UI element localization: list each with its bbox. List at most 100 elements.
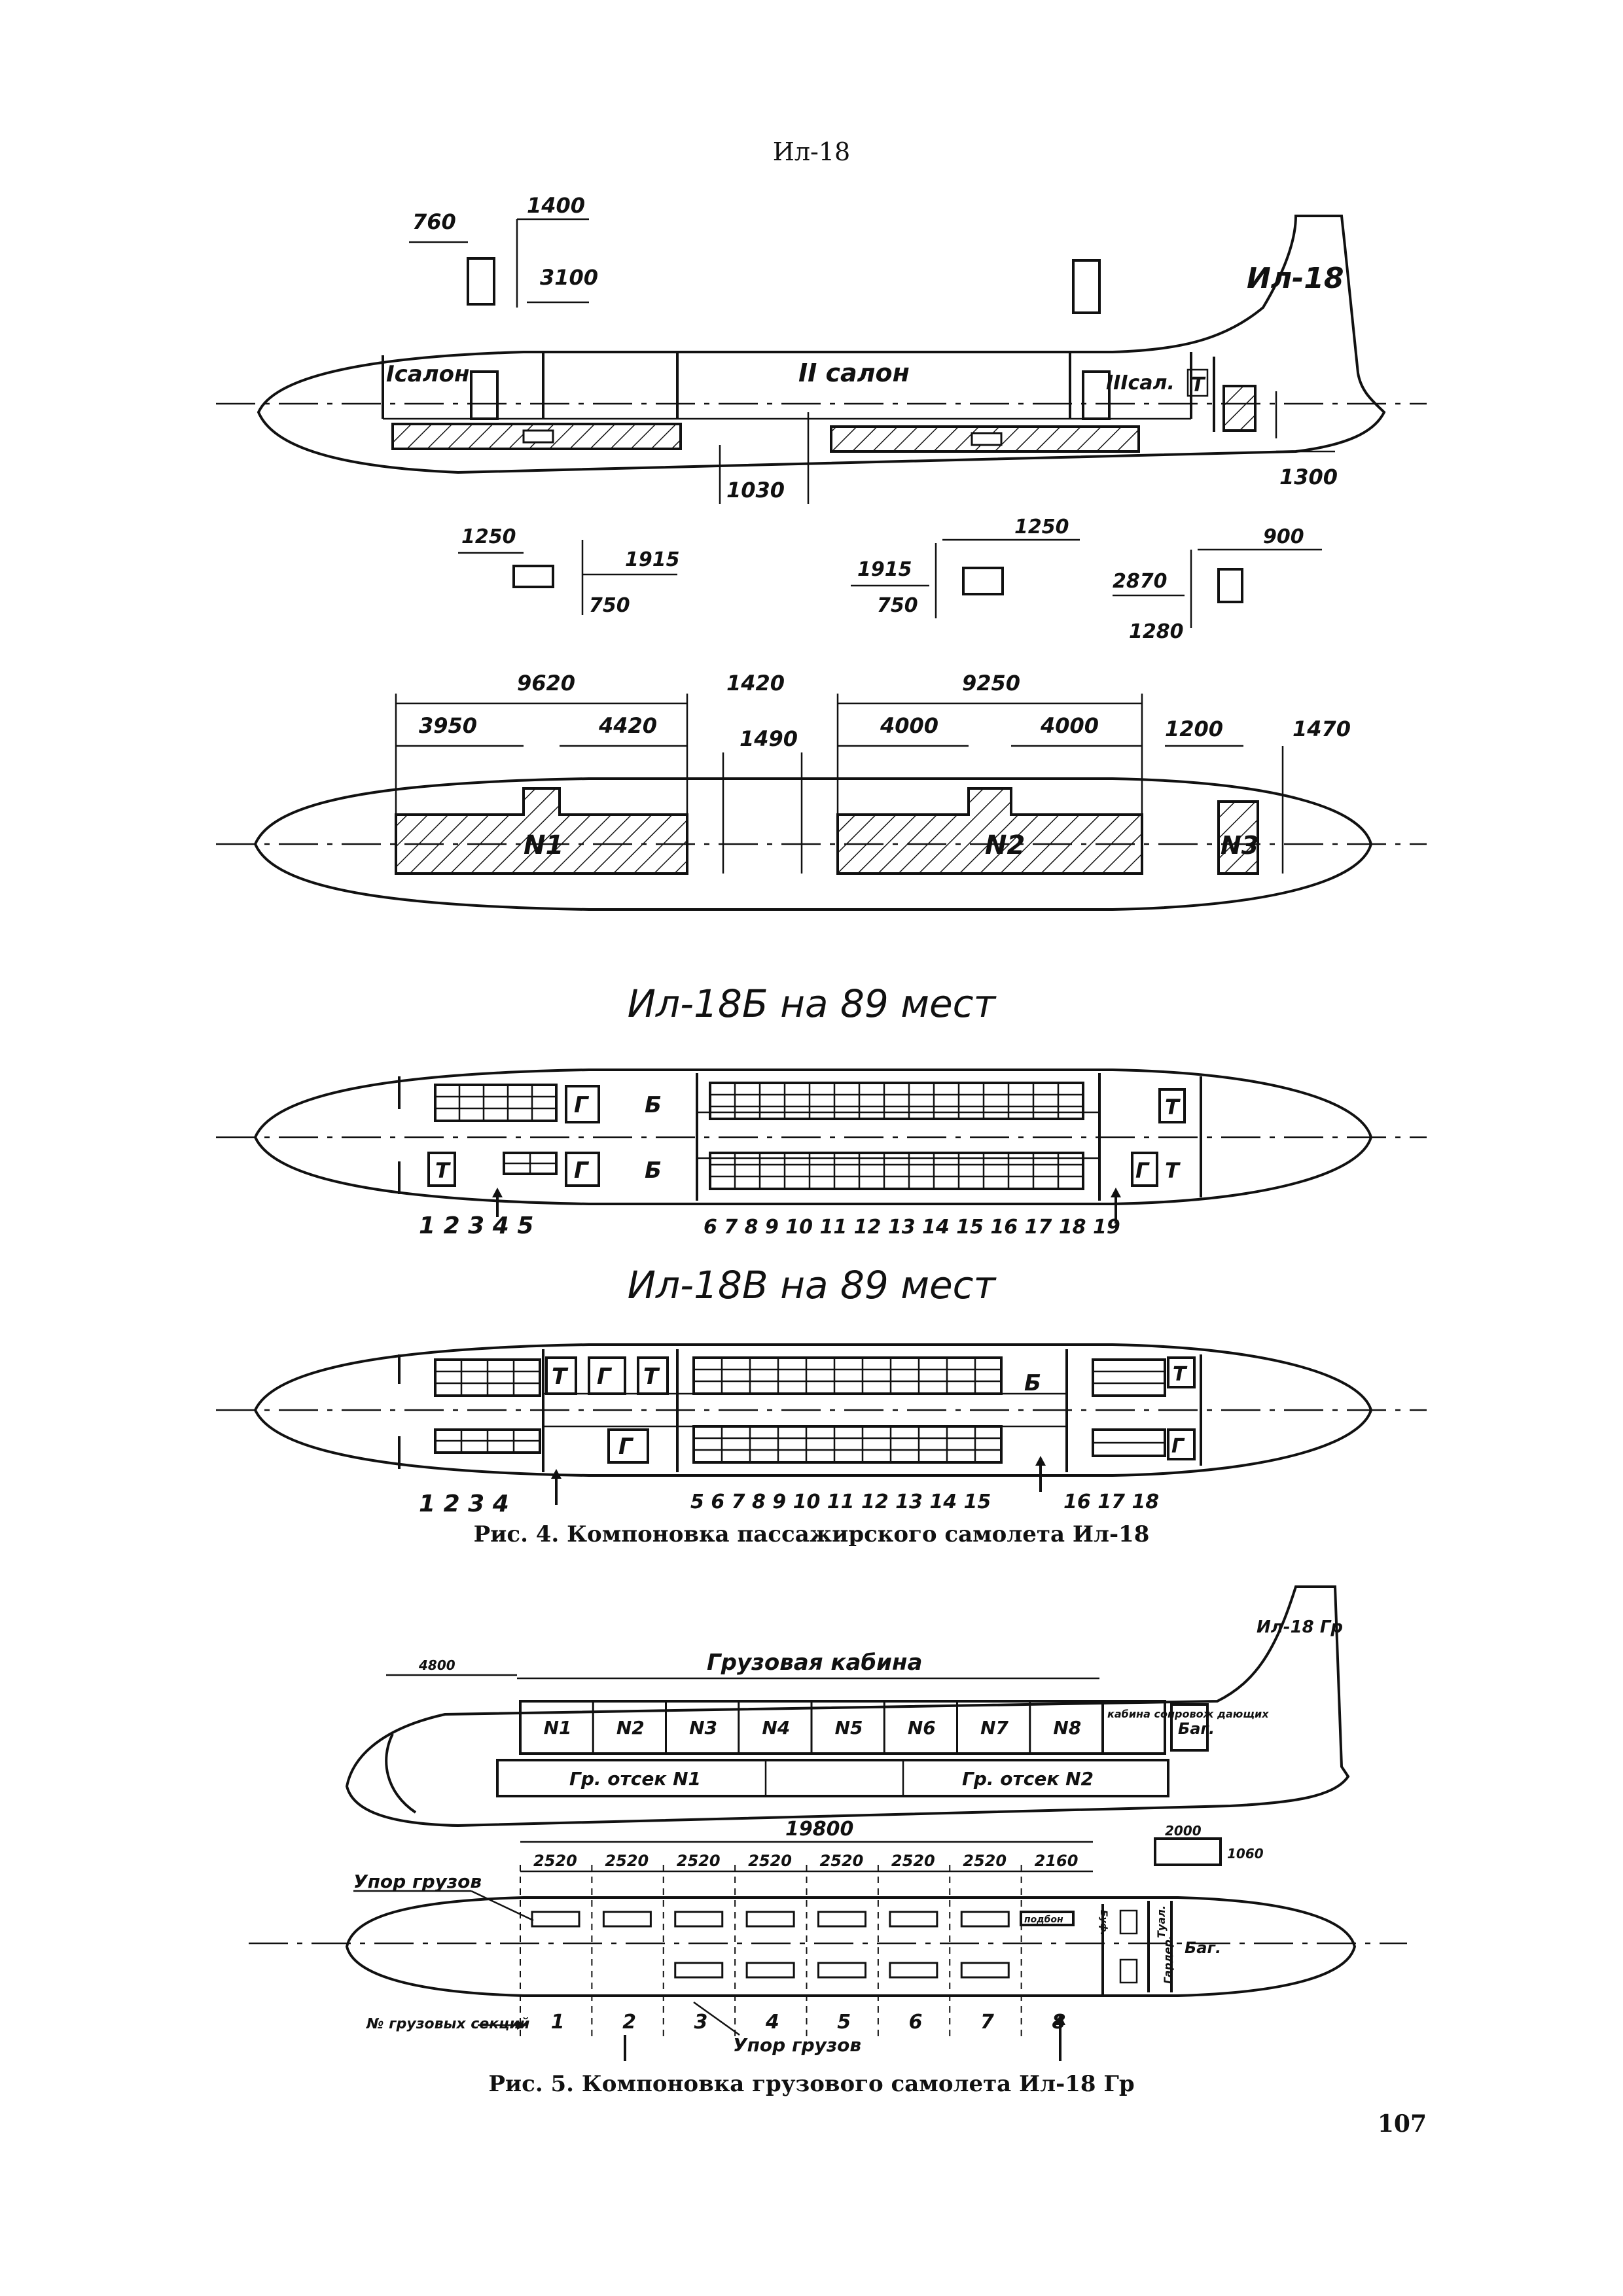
buffet-label: Б <box>645 1157 662 1184</box>
buffet-label: Буф. <box>1098 1910 1109 1935</box>
galley-box <box>607 1428 649 1464</box>
leader-line <box>471 1890 534 1922</box>
section-number: 3 <box>694 2011 707 2034</box>
cargo-slot <box>531 1911 580 1928</box>
toilet-box <box>427 1152 456 1187</box>
section-dim: 2520 <box>605 1852 649 1870</box>
dim-1030: 1030 <box>726 478 785 503</box>
compartment-label: N1 <box>544 1717 572 1739</box>
layout-v: Т Г Т Г Б Т Г 1 2 3 4 5 6 7 8 9 10 11 12… <box>216 1343 1427 1517</box>
baggage-box <box>1170 1703 1209 1752</box>
toilet-label: Т <box>1165 1158 1181 1183</box>
door-detail-a <box>467 257 495 306</box>
galley-box <box>565 1152 600 1187</box>
toilet-box <box>1167 1356 1196 1388</box>
fuselage-plan-gr <box>345 1896 1357 1997</box>
toilet-box <box>545 1356 577 1395</box>
fuselage-freighter <box>345 1585 1350 1828</box>
row-numbers-left: 1 2 3 4 <box>419 1491 509 1517</box>
row-numbers-left: 1 2 3 4 5 <box>419 1212 533 1239</box>
dim-4800: 4800 <box>418 1657 455 1673</box>
toilet-label: Т <box>1173 1363 1188 1386</box>
cargo-slot <box>960 1911 1010 1928</box>
dim-4000a: 4000 <box>880 713 938 738</box>
page-number: 107 <box>1377 2110 1427 2138</box>
section-number: 2 <box>622 2011 636 2034</box>
seat-box <box>1119 1958 1138 1984</box>
dim-3950: 3950 <box>419 713 477 738</box>
hold-door <box>522 429 554 444</box>
layout-v-title: Ил-18В на 89 мест <box>627 1263 996 1307</box>
door <box>470 370 499 420</box>
stop-label-bottom: Упор грузов <box>733 2034 861 2056</box>
fuselage-side <box>257 215 1386 474</box>
toilet-label: Т <box>643 1364 660 1390</box>
dim-1470: 1470 <box>1293 716 1351 741</box>
dim-9250: 9250 <box>962 671 1020 696</box>
tail-label: Ил-18 <box>1247 262 1344 295</box>
galley-box <box>588 1356 626 1395</box>
section-number: 7 <box>980 2011 994 2034</box>
cargo-slot <box>745 1962 795 1979</box>
side-view: Iсалон II салон IIIсал. Т Ил-18 760 1400… <box>216 193 1427 643</box>
leader-line <box>693 2001 740 2036</box>
cargo-slot <box>602 1911 652 1928</box>
toilet-label: Т <box>1165 1095 1181 1120</box>
galley-label: Г <box>1135 1158 1150 1183</box>
dim-900: 900 <box>1263 525 1304 548</box>
compartment-label: N6 <box>908 1717 936 1739</box>
fig5-caption: Рис. 5. Компоновка грузового самолета Ил… <box>488 2071 1135 2097</box>
seats-main-top <box>709 1082 1084 1120</box>
toilet-box <box>1158 1088 1186 1123</box>
section-dim: 2520 <box>891 1852 935 1870</box>
compartment-label: N3 <box>689 1717 717 1739</box>
buffet-label: Б <box>645 1092 662 1118</box>
section-dim: 2520 <box>963 1852 1007 1870</box>
seats-v-main-bottom <box>692 1425 1003 1464</box>
door-w: 2000 <box>1165 1823 1202 1839</box>
cargo-slot <box>960 1962 1010 1979</box>
door-box-c <box>1217 568 1243 603</box>
compartment-label: N2 <box>616 1717 645 1739</box>
fuselage-v <box>253 1343 1373 1477</box>
baggage-label: Баг. <box>1178 1720 1215 1738</box>
galley-label: Г <box>618 1434 634 1460</box>
dim-2870: 2870 <box>1113 570 1168 593</box>
layout-b: Г Г Б Б Т Т Г Т 1 2 3 4 5 6 7 8 9 10 11 … <box>216 1069 1427 1239</box>
hold2-plan <box>836 787 1143 875</box>
cargo-slot <box>889 1962 938 1979</box>
podbon-box <box>1020 1911 1075 1926</box>
cargo-plan: N1 N2 N3 9620 3950 4420 1420 1490 9250 4… <box>216 671 1427 911</box>
door-detail-b <box>1072 259 1101 314</box>
hold1-gr: Гр. отсек N1 <box>569 1768 701 1790</box>
hold1-side <box>391 423 682 450</box>
dim-1200: 1200 <box>1165 716 1223 741</box>
section-number: 6 <box>909 2011 923 2034</box>
lower-holds <box>496 1759 1169 1797</box>
cockpit-line <box>385 1733 417 1814</box>
hold-door <box>971 432 1003 446</box>
stop-label-top: Упор грузов <box>353 1871 482 1892</box>
section-number: 4 <box>765 2011 779 2034</box>
cabin-label: Грузовая кабина <box>707 1650 922 1676</box>
section-number: 5 <box>837 2011 851 2034</box>
baggage-label: Баг. <box>1185 1939 1221 1957</box>
toilet-box <box>637 1356 669 1395</box>
dim-1250a: 1250 <box>461 525 516 548</box>
row-numbers-right: 6 7 8 9 10 11 12 13 14 15 16 17 18 19 <box>704 1216 1120 1239</box>
galley-box <box>1131 1152 1158 1187</box>
cargo-slot <box>674 1911 724 1928</box>
dim-1915a: 1915 <box>625 548 680 571</box>
toilet-label: Туал. <box>1155 1905 1168 1938</box>
salon2-label: II салон <box>798 359 910 387</box>
tail-label-gr: Ил-18 Гр <box>1257 1617 1343 1637</box>
dim-4000b: 4000 <box>1040 713 1099 738</box>
compartment-label: N8 <box>1053 1717 1081 1739</box>
layout-b-title: Ил-18Б на 89 мест <box>627 981 996 1026</box>
